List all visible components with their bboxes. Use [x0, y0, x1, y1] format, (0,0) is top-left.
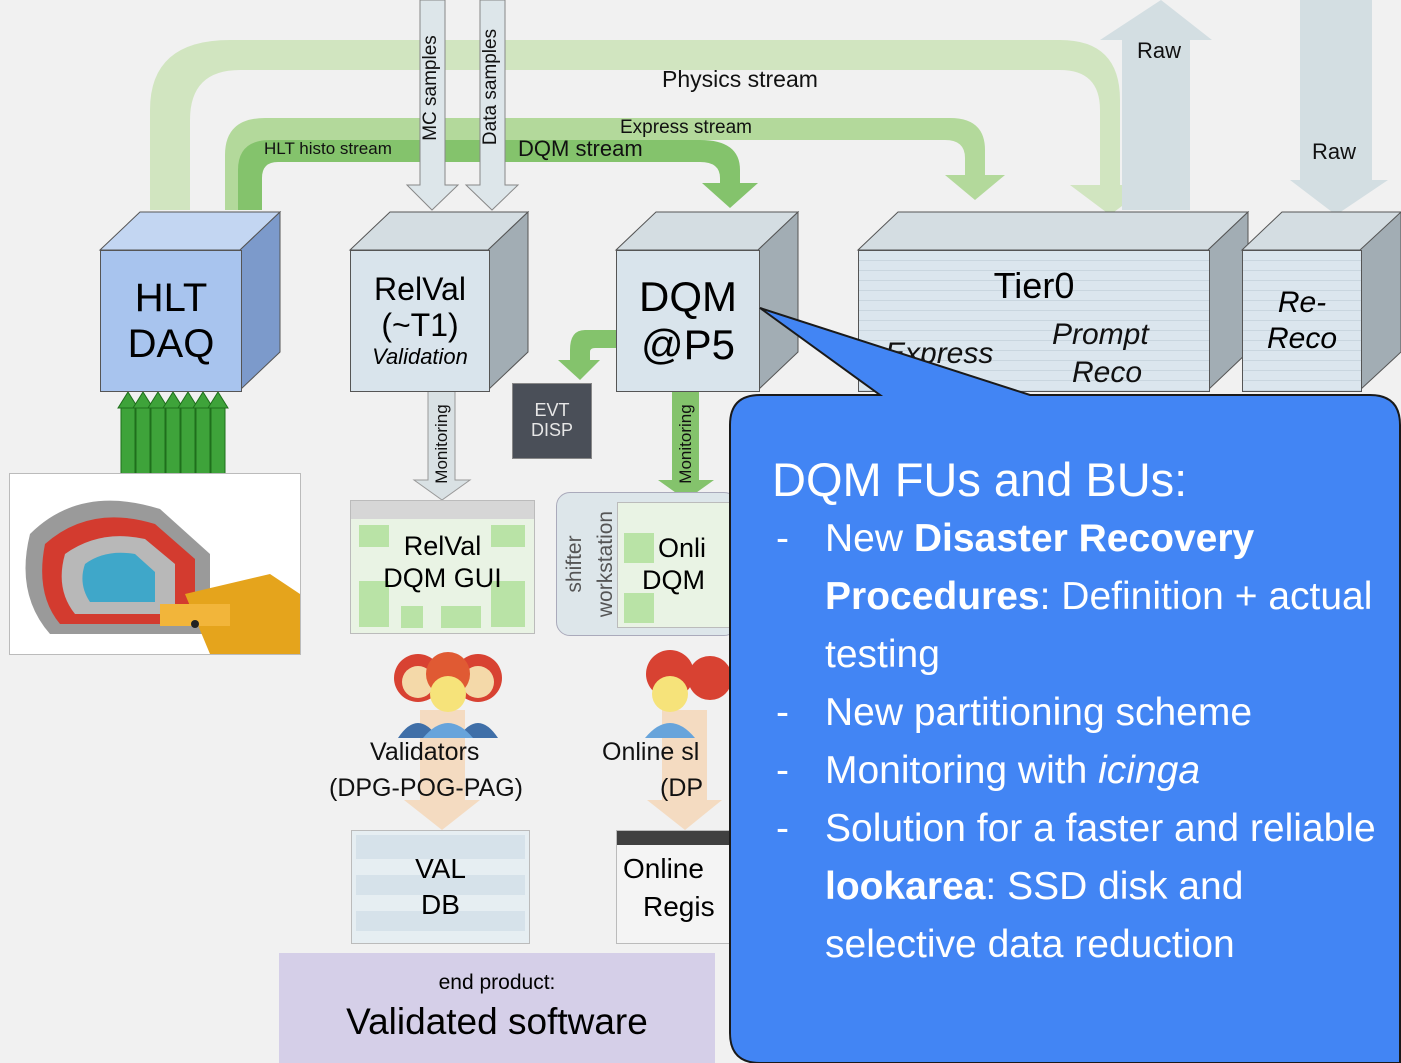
event-display-thumbnail: EVT DISP — [512, 383, 592, 459]
reco-label-2: Reco — [1266, 322, 1338, 355]
callout-item-lookarea: Solution for a faster and reliable looka… — [730, 800, 1401, 974]
hlt-label: HLT — [134, 276, 208, 320]
relval-box: RelVal (~T1) Validation — [350, 250, 490, 392]
dqm-stream-label: DQM stream — [518, 136, 643, 161]
monitoring-arrow-relval — [412, 389, 472, 501]
validators-label: Validators — [370, 738, 480, 766]
online-shifters-groups-label: (DP — [660, 774, 704, 802]
raw-down-label: Raw — [1312, 139, 1357, 164]
online-shifters-label: Online sl — [602, 738, 700, 766]
hlt-daq-box: HLT DAQ — [100, 250, 242, 392]
rereco-box: Re- Reco — [1242, 250, 1362, 392]
dqm-label: DQM — [639, 273, 737, 320]
evt-label: EVT — [534, 400, 570, 420]
cms-detector-image — [9, 473, 301, 655]
disp-label: DISP — [530, 420, 573, 440]
evt-disp-arrow — [558, 330, 620, 380]
online-shifters-people-icon — [645, 650, 730, 738]
callout-item-partitioning: New partitioning scheme — [730, 684, 1401, 742]
validation-label: Validation — [372, 344, 468, 369]
end-product-small-label: end product: — [438, 971, 556, 994]
detector-feed-arrows — [117, 391, 229, 479]
callout-title: DQM FUs and BUs: — [772, 453, 1188, 506]
t1-label: (~T1) — [381, 307, 459, 343]
express-stream-arrow — [225, 118, 1005, 210]
online-registry-thumbnail: Online Regis — [616, 830, 734, 944]
validators-arrow — [404, 710, 480, 830]
dqm-stream-arrow — [238, 140, 758, 210]
data-samples-arrow — [464, 0, 520, 211]
relval-gui-label-1: RelVal — [403, 531, 482, 561]
callout-item-monitoring: Monitoring with icinga — [730, 742, 1401, 800]
val-db-thumbnail: VAL DB — [351, 830, 530, 944]
callout-content: DQM FUs and BUs: New Disaster Recovery P… — [730, 450, 1401, 974]
callout-list: New Disaster Recovery Procedures: Defini… — [730, 510, 1401, 974]
hlt-histo-stream-label: HLT histo stream — [264, 139, 392, 158]
raw-up-label: Raw — [1137, 38, 1182, 63]
daq-label: DAQ — [127, 322, 215, 366]
online-registry-label-1: Online — [623, 853, 704, 884]
physics-stream-label: Physics stream — [662, 66, 818, 92]
prompt-label: Prompt — [1052, 318, 1149, 351]
detector-drawing — [25, 500, 300, 654]
raw-up-arrow — [1100, 0, 1212, 210]
end-product-big-label: Validated software — [346, 1001, 648, 1042]
validators-groups-label: (DPG-POG-PAG) — [329, 774, 523, 802]
tier0-label: Tier0 — [993, 265, 1075, 306]
online-gui-label-1: Onli — [658, 533, 707, 563]
p5-label: @P5 — [640, 321, 735, 368]
validators-people-icon — [394, 652, 502, 738]
relval-gui-label-2: DQM GUI — [383, 563, 502, 593]
online-registry-label-2: Regis — [643, 891, 715, 922]
physics-stream-arrow — [150, 40, 1150, 215]
mc-samples-arrow — [405, 0, 460, 211]
online-dqm-gui-thumbnail: Onli DQM — [617, 502, 734, 628]
dqm-p5-box: DQM @P5 — [616, 250, 760, 392]
tier0-box: Tier0 — [858, 250, 1210, 392]
relval-label: RelVal — [374, 271, 466, 307]
end-product-box: end product: Validated software — [279, 953, 715, 1063]
re-label: Re- — [1277, 286, 1327, 319]
db-label: DB — [421, 889, 460, 920]
val-label: VAL — [415, 853, 466, 884]
reco-label: Reco — [1072, 356, 1143, 389]
express-stream-label: Express stream — [620, 117, 752, 138]
raw-down-arrow — [1290, 0, 1388, 215]
callout-item-disaster-recovery: New Disaster Recovery Procedures: Defini… — [730, 510, 1401, 684]
online-shifters-arrow — [647, 710, 722, 830]
monitoring-arrow-dqm — [658, 390, 714, 500]
relval-dqm-gui-thumbnail: RelVal DQM GUI — [350, 500, 535, 634]
online-gui-label-2: DQM — [642, 565, 705, 595]
